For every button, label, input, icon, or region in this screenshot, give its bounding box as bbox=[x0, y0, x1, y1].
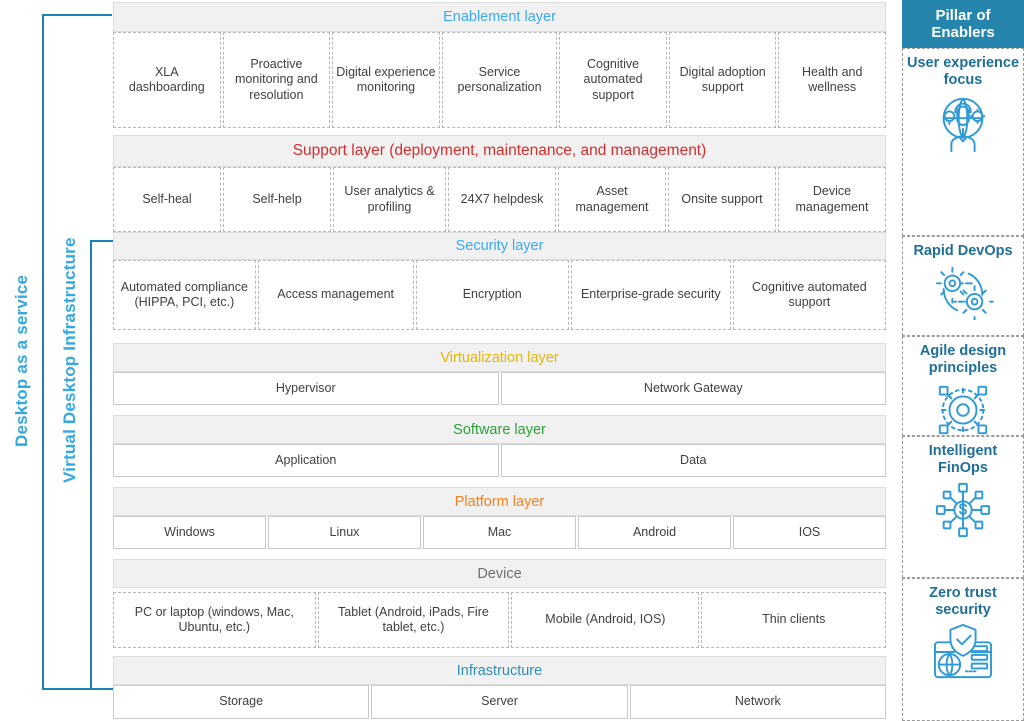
virtual-desktop-infrastructure-bracket bbox=[90, 240, 114, 690]
layer-item-support-4[interactable]: Asset management bbox=[558, 167, 666, 232]
layer-item-enablement-4[interactable]: Cognitive automated support bbox=[559, 32, 667, 128]
pillar-item-0[interactable]: User experience focus bbox=[902, 48, 1024, 236]
layer-item-infrastructure-0[interactable]: Storage bbox=[113, 685, 370, 719]
layer-title-support: Support layer (deployment, maintenance, … bbox=[113, 135, 886, 167]
layer-item-software-1[interactable]: Data bbox=[500, 444, 886, 477]
layer-title-label-virtualization: Virtualization layer bbox=[113, 343, 886, 372]
layer-item-support-6[interactable]: Device management bbox=[778, 167, 886, 232]
layer-item-enablement-1[interactable]: Proactive monitoring and resolution bbox=[222, 32, 331, 128]
layer-item-enablement-6[interactable]: Health and wellness bbox=[778, 32, 887, 128]
layer-item-platform-2[interactable]: Mac bbox=[423, 516, 576, 549]
layer-item-support-2[interactable]: User analytics & profiling bbox=[333, 167, 446, 232]
layer-item-security-0[interactable]: Automated compliance (HIPPA, PCI, etc.) bbox=[113, 260, 256, 330]
layer-items-device: PC or laptop (windows, Mac, Ubuntu, etc.… bbox=[113, 592, 886, 648]
layer-title-security: Security layer bbox=[113, 232, 886, 260]
layer-item-device-0[interactable]: PC or laptop (windows, Mac, Ubuntu, etc.… bbox=[113, 592, 316, 648]
user-globe-icon bbox=[932, 93, 994, 155]
layer-item-platform-3[interactable]: Android bbox=[578, 516, 731, 549]
shield-server-icon bbox=[931, 623, 995, 681]
layer-title-label-platform: Platform layer bbox=[113, 487, 886, 516]
layer-item-virtualization-1[interactable]: Network Gateway bbox=[500, 372, 886, 405]
layer-title-software: Software layer bbox=[113, 415, 886, 444]
layer-items-security: Automated compliance (HIPPA, PCI, etc.)A… bbox=[113, 260, 886, 330]
layer-item-security-3[interactable]: Enterprise-grade security bbox=[570, 260, 731, 330]
vertical-label-virtual-desktop-infrastructure: Virtual Desktop Infrastructure bbox=[60, 237, 79, 484]
pillar-item-label-0: User experience focus bbox=[906, 55, 1020, 89]
layer-item-enablement-2[interactable]: Digital experience monitoring bbox=[332, 32, 440, 128]
layer-title-infrastructure: Infrastructure bbox=[113, 656, 886, 685]
layer-item-software-0[interactable]: Application bbox=[113, 444, 499, 477]
layer-item-support-1[interactable]: Self-help bbox=[223, 167, 331, 232]
layer-title-platform: Platform layer bbox=[113, 487, 886, 516]
layer-title-label-security: Security layer bbox=[113, 232, 886, 260]
layer-item-enablement-5[interactable]: Digital adoption support bbox=[668, 32, 777, 128]
pillar-item-2[interactable]: Agile design principles bbox=[902, 336, 1024, 436]
layer-item-security-1[interactable]: Access management bbox=[257, 260, 414, 330]
layer-title-virtualization: Virtualization layer bbox=[113, 343, 886, 372]
layer-title-device: Device bbox=[113, 559, 886, 588]
layer-item-device-2[interactable]: Mobile (Android, IOS) bbox=[511, 592, 700, 648]
gears-devops-icon bbox=[932, 264, 994, 321]
layer-item-support-3[interactable]: 24X7 helpdesk bbox=[448, 167, 556, 232]
layer-item-platform-0[interactable]: Windows bbox=[113, 516, 266, 549]
layer-item-platform-4[interactable]: IOS bbox=[733, 516, 886, 549]
pillar-item-label-4: Zero trust security bbox=[929, 585, 997, 619]
pillar-item-label-3: Intelligent FinOps bbox=[928, 443, 998, 477]
layer-item-enablement-3[interactable]: Service personalization bbox=[441, 32, 558, 128]
vertical-label-desktop-as-a-service: Desktop as a service bbox=[12, 274, 31, 447]
layer-item-security-4[interactable]: Cognitive automated support bbox=[732, 260, 886, 330]
pillar-item-3[interactable]: Intelligent FinOps bbox=[902, 436, 1024, 578]
layer-item-device-1[interactable]: Tablet (Android, iPads, Fire tablet, etc… bbox=[317, 592, 510, 648]
pillar-item-4[interactable]: Zero trust security bbox=[902, 578, 1024, 721]
layer-title-label-software: Software layer bbox=[113, 415, 886, 444]
pillar-header: Pillar of Enablers bbox=[902, 0, 1024, 48]
layer-item-security-2[interactable]: Encryption bbox=[415, 260, 569, 330]
layer-title-label-support: Support layer (deployment, maintenance, … bbox=[113, 135, 886, 167]
dollar-network-icon bbox=[932, 481, 994, 539]
gear-network-icon bbox=[932, 381, 994, 439]
layer-title-label-device: Device bbox=[113, 559, 886, 588]
layer-item-infrastructure-1[interactable]: Server bbox=[371, 685, 628, 719]
pillar-of-enablers-column: Pillar of Enablers User experience focus… bbox=[902, 0, 1024, 721]
layer-item-virtualization-0[interactable]: Hypervisor bbox=[113, 372, 499, 405]
layer-item-enablement-0[interactable]: XLA dashboarding bbox=[113, 32, 221, 128]
desktop-as-a-service-bracket bbox=[42, 14, 112, 690]
layer-title-label-enablement: Enablement layer bbox=[113, 2, 886, 32]
layer-item-support-5[interactable]: Onsite support bbox=[668, 167, 776, 232]
layer-item-support-0[interactable]: Self-heal bbox=[113, 167, 221, 232]
pillar-item-label-1: Rapid DevOps bbox=[913, 243, 1013, 259]
pillar-item-1[interactable]: Rapid DevOps bbox=[902, 236, 1024, 336]
layer-item-infrastructure-2[interactable]: Network bbox=[629, 685, 886, 719]
layer-title-label-infrastructure: Infrastructure bbox=[113, 656, 886, 685]
pillar-item-label-2: Agile design principles bbox=[919, 343, 1007, 377]
layer-item-platform-1[interactable]: Linux bbox=[268, 516, 421, 549]
layer-item-device-3[interactable]: Thin clients bbox=[701, 592, 886, 648]
layer-title-enablement: Enablement layer bbox=[113, 2, 886, 32]
